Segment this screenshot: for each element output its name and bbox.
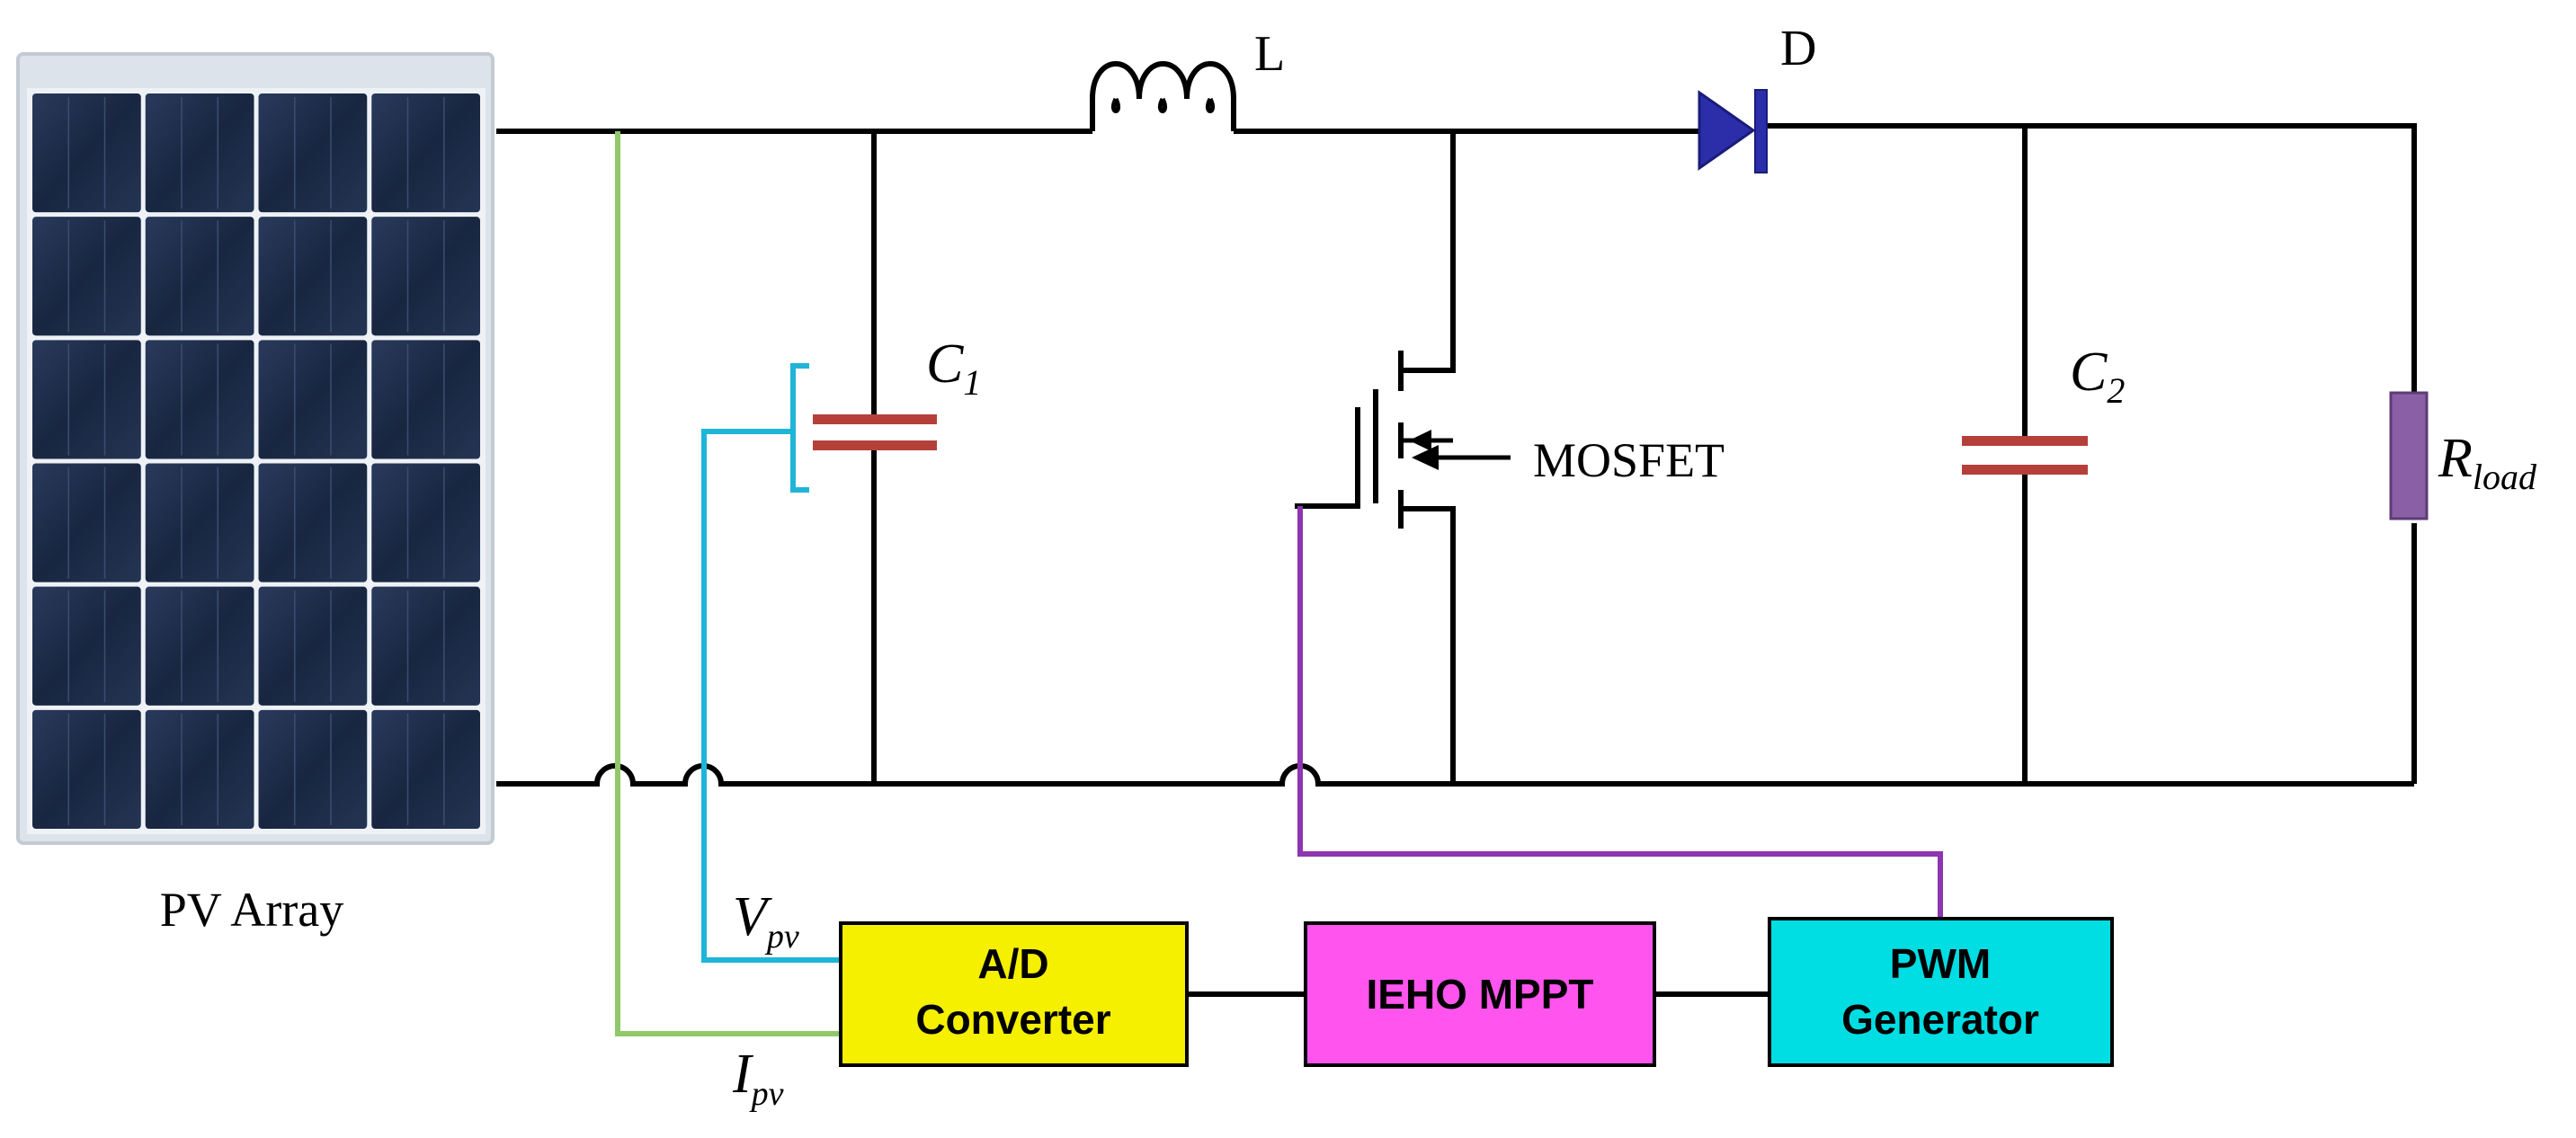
diode-icon: [1698, 89, 1768, 173]
power-circuit-wires: [496, 123, 2417, 997]
capacitor-c1-icon: [813, 414, 937, 450]
c2-label: C2: [2070, 342, 2125, 411]
pv-cell: [32, 463, 141, 582]
pv-cell: [145, 93, 254, 213]
pwm-block: PWM Generator: [1768, 917, 2114, 1067]
pv-array-label: PV Array: [160, 883, 344, 937]
pv-cell: [32, 93, 141, 213]
diode-label: D: [1780, 21, 1816, 76]
rload-label: Rload: [2438, 428, 2537, 497]
svg-text:Generator: Generator: [1841, 996, 2039, 1043]
pv-cell: [258, 709, 368, 829]
pv-cell: [371, 93, 480, 213]
svg-text:Converter: Converter: [915, 996, 1110, 1043]
pv-cell: [145, 586, 254, 706]
pv-cell: [258, 340, 368, 459]
ipv-label: Ipv: [732, 1044, 784, 1113]
pv-cell: [145, 217, 254, 336]
pv-cell: [371, 586, 480, 706]
inductor-label: L: [1254, 26, 1285, 82]
pv-cell: [145, 340, 254, 459]
pv-cell: [371, 217, 480, 336]
pv-cell: [32, 586, 141, 706]
pv-cells: [32, 93, 480, 829]
load-resistor-icon: [2389, 391, 2429, 520]
mppt-block: IEHO MPPT: [1304, 921, 1656, 1067]
adc-block: A/D Converter: [839, 921, 1189, 1067]
mosfet-label: MOSFET: [1533, 433, 1725, 487]
vpv-label: Vpv: [733, 886, 799, 956]
capacitor-c2-icon: [1962, 436, 2088, 475]
c1-label: C1: [926, 333, 981, 403]
svg-text:IEHO MPPT: IEHO MPPT: [1366, 971, 1593, 1018]
gate-drive-wire: [1297, 506, 1943, 917]
pv-cell: [32, 217, 141, 336]
pv-cell: [258, 217, 368, 336]
pv-cell: [371, 463, 480, 582]
pv-cell: [371, 340, 480, 459]
current-sense-wire: [615, 131, 841, 1036]
inductor-icon: [1090, 61, 1236, 131]
pv-cell: [371, 709, 480, 829]
pv-panel-icon: [16, 52, 495, 845]
pv-cell: [258, 586, 368, 706]
pv-cell: [32, 709, 141, 829]
pv-cell: [258, 463, 368, 582]
svg-text:A/D: A/D: [977, 940, 1048, 987]
pv-cell: [32, 340, 141, 459]
pv-cell: [145, 709, 254, 829]
mosfet-icon: [1295, 351, 1511, 529]
pv-cell: [145, 463, 254, 582]
pv-cell: [258, 93, 368, 213]
voltage-sense-wire: [701, 363, 841, 963]
svg-text:PWM: PWM: [1890, 940, 1991, 987]
